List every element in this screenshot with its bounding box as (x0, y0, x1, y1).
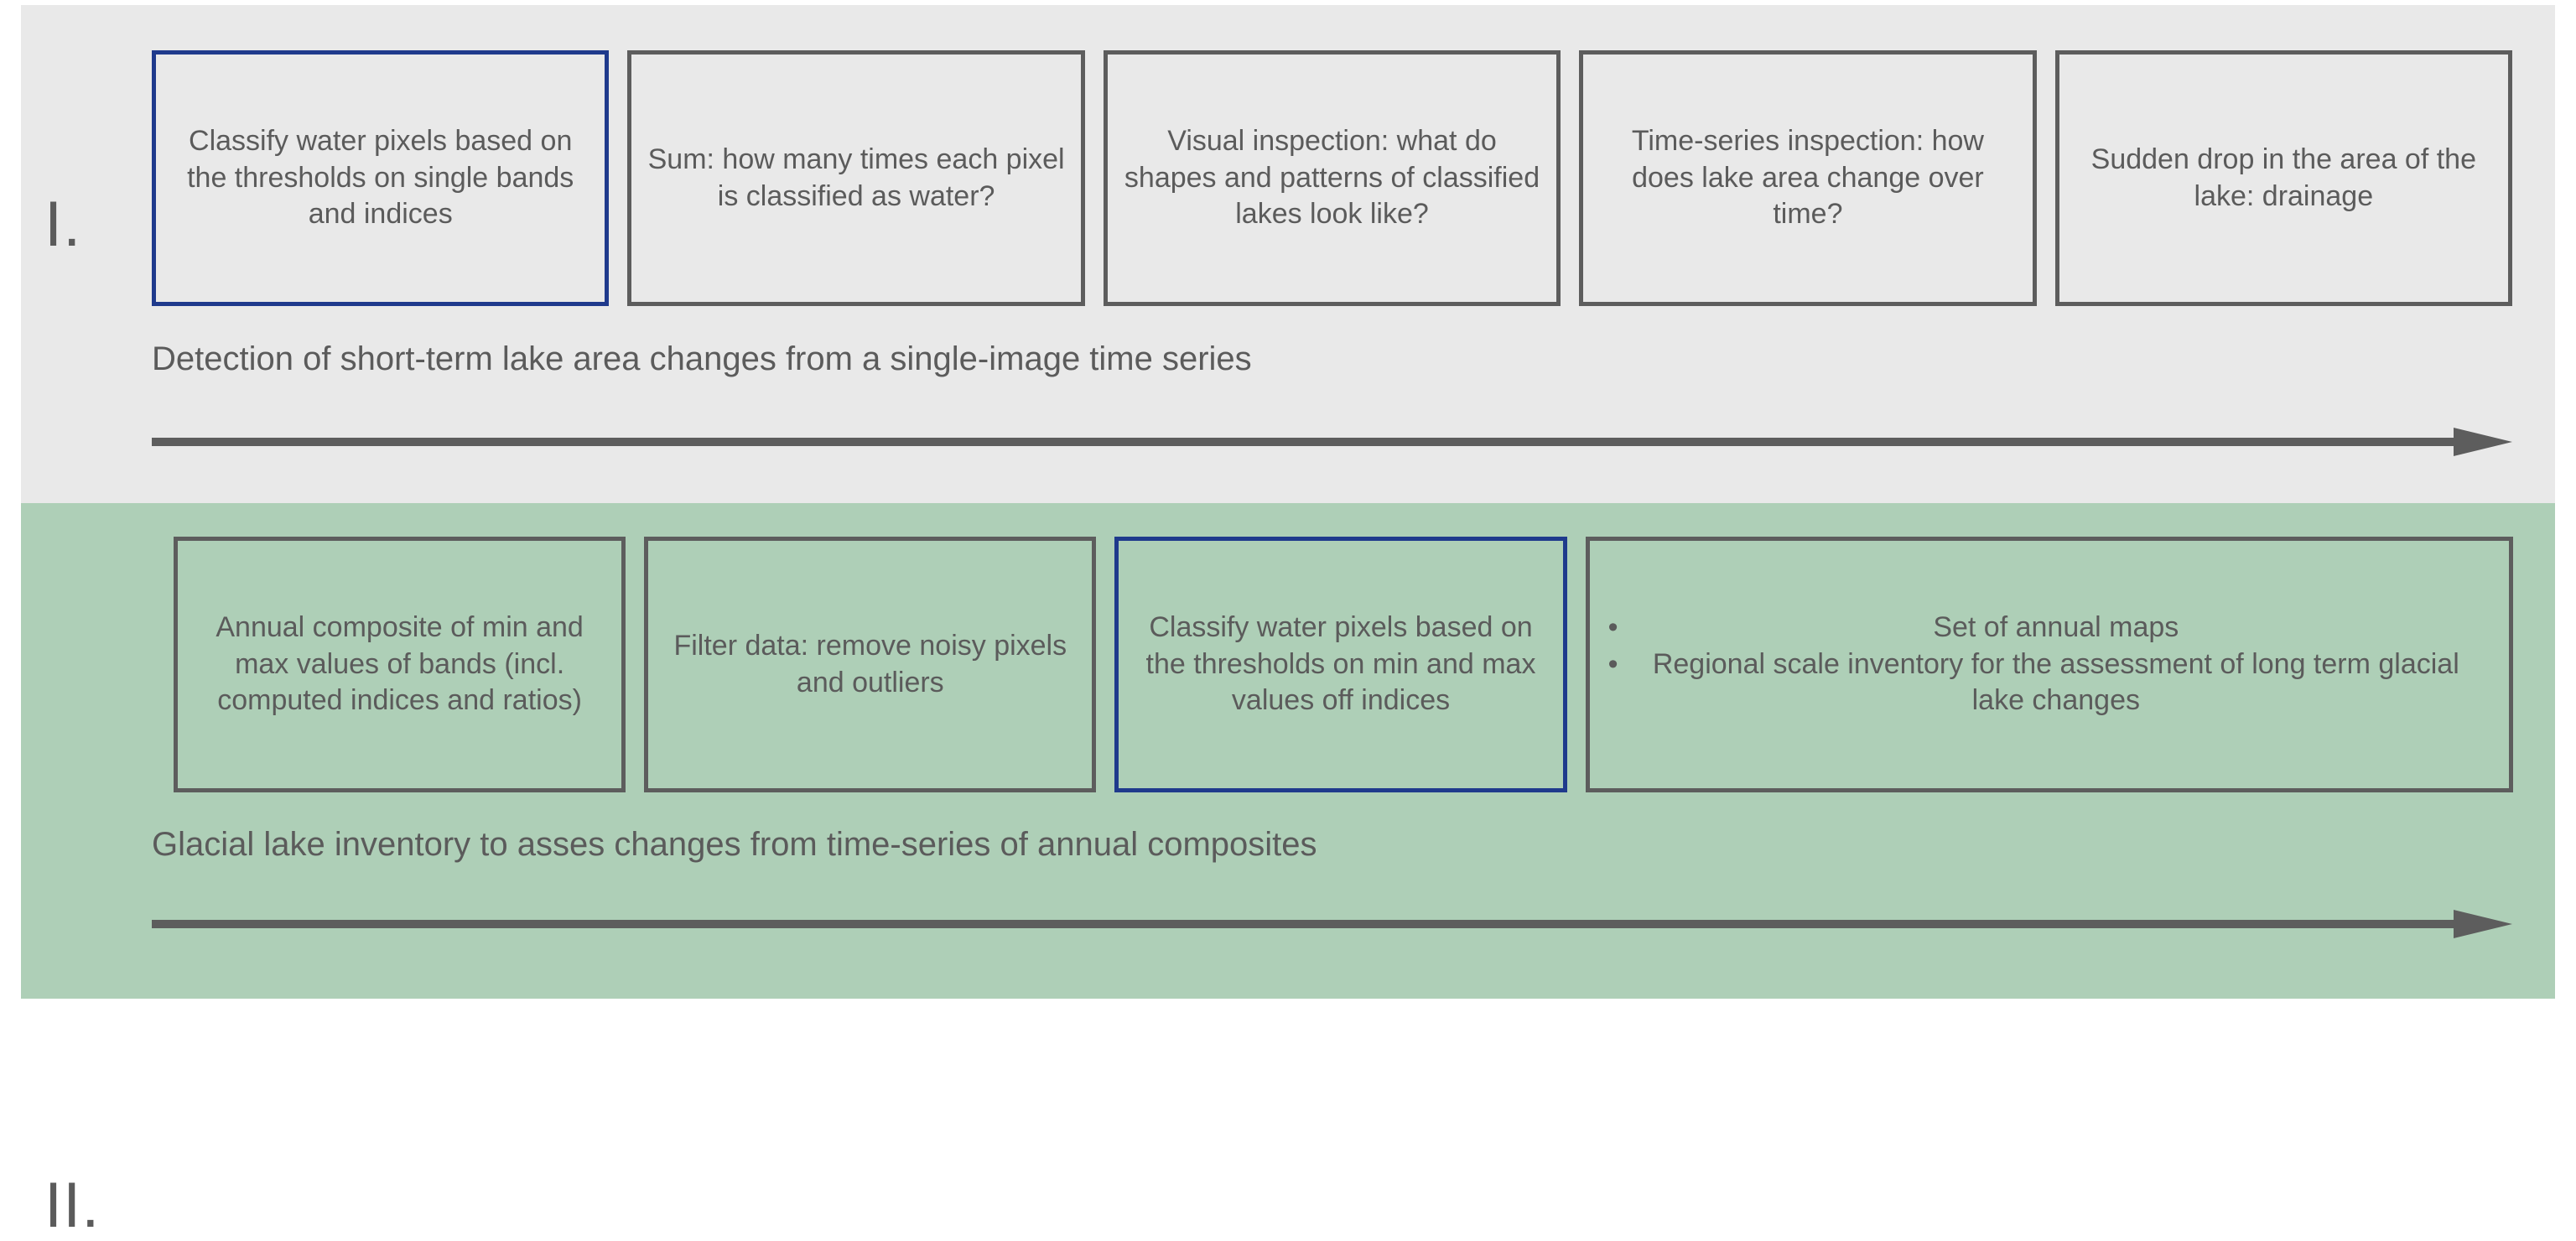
node-filter-data[interactable]: Filter data: remove noisy pixels and out… (644, 537, 1097, 792)
section-two: II. Annual composite of min and max valu… (21, 503, 2555, 1238)
node-label: Filter data: remove noisy pixels and out… (673, 629, 1067, 698)
node-label: Time-series inspection: how does lake ar… (1631, 125, 1984, 231)
outputs-list: Set of annual maps Regional scale invent… (1605, 610, 2494, 719)
section-two-progression-arrow (152, 910, 2512, 938)
node-sudden-drop-drainage[interactable]: Sudden drop in the area of the lake: dra… (2054, 50, 2513, 306)
node-time-series-inspection[interactable]: Time-series inspection: how does lake ar… (1579, 50, 2037, 306)
node-annual-composite[interactable]: Annual composite of min and max values o… (174, 537, 626, 792)
section-one: I. Classify water pixels based on the th… (21, 5, 2555, 503)
node-label: Classify water pixels based on the thres… (187, 125, 574, 231)
list-item: Set of annual maps (1605, 610, 2494, 646)
arrow-right-icon (152, 910, 2512, 938)
section-one-box-row: Classify water pixels based on the thres… (152, 50, 2513, 306)
section-two-box-row: Annual composite of min and max values o… (174, 537, 2513, 792)
node-label: Visual inspection: what do shapes and pa… (1124, 125, 1540, 231)
node-label: Annual composite of min and max values o… (216, 611, 584, 717)
section-two-caption: Glacial lake inventory to asses changes … (152, 826, 1317, 863)
arrow-right-icon (152, 428, 2512, 456)
section-two-label: II. (44, 1170, 101, 1241)
section-one-progression-arrow (152, 428, 2512, 456)
list-item: Regional scale inventory for the assessm… (1605, 646, 2494, 719)
node-label: Sudden drop in the area of the lake: dra… (2090, 143, 2476, 212)
workflow-diagram: I. Classify water pixels based on the th… (21, 5, 2555, 1238)
node-label: Classify water pixels based on the thres… (1145, 611, 1536, 717)
node-outputs-inventory[interactable]: Set of annual maps Regional scale invent… (1585, 537, 2513, 792)
node-label: Sum: how many times each pixel is classi… (647, 143, 1065, 212)
node-classify-water-pixels-min-max[interactable]: Classify water pixels based on the thres… (1114, 537, 1567, 792)
node-classify-water-pixels-single-bands[interactable]: Classify water pixels based on the thres… (152, 50, 610, 306)
node-visual-inspection[interactable]: Visual inspection: what do shapes and pa… (1103, 50, 1561, 306)
section-one-label: I. (44, 189, 82, 260)
section-one-caption: Detection of short-term lake area change… (152, 340, 1252, 377)
node-sum-water-classifications[interactable]: Sum: how many times each pixel is classi… (627, 50, 1085, 306)
